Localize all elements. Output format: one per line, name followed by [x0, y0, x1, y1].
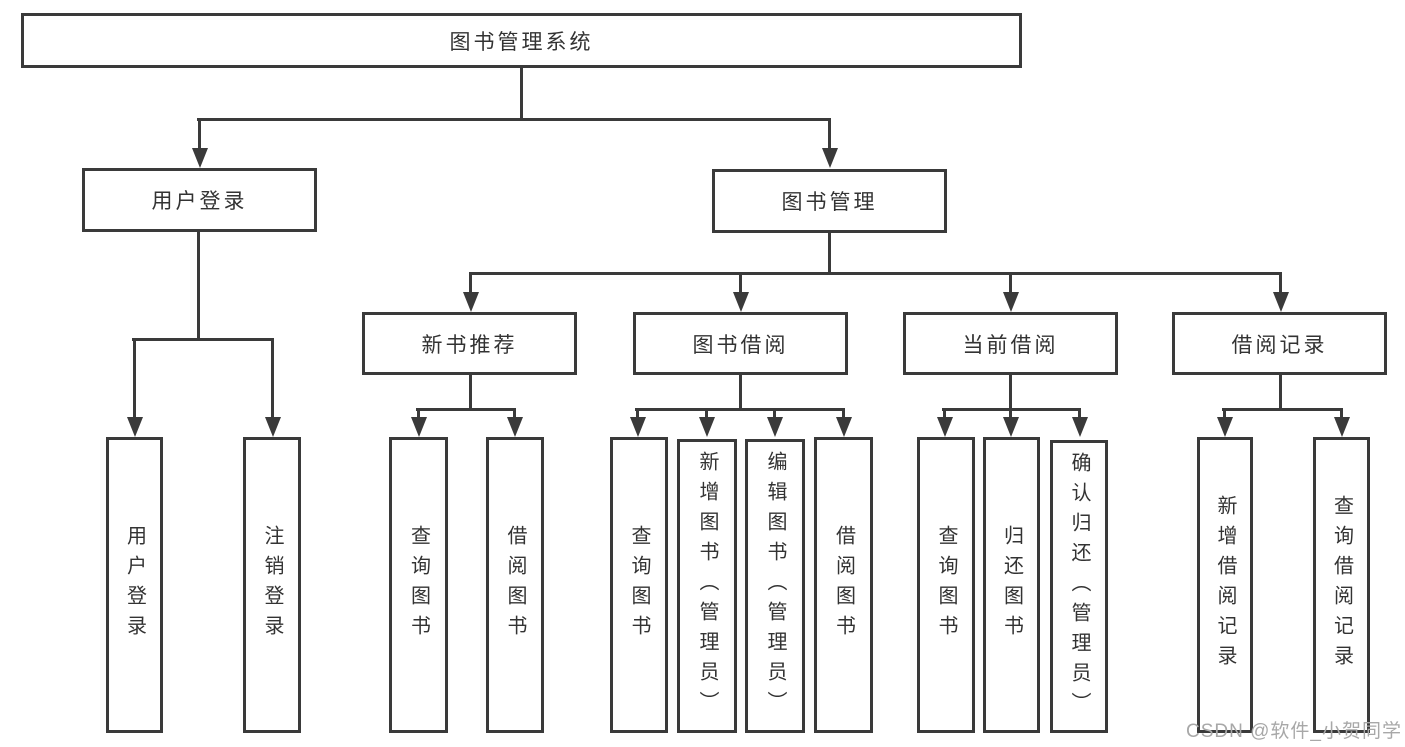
connector-level3-bus: [469, 272, 1282, 275]
leaf-query-books-3: 查询图书: [917, 437, 975, 733]
leaf-query-books-1-label: 查询图书: [407, 525, 430, 645]
leaf-confirm-return-admin: 确认归还（管理员）: [1050, 440, 1108, 733]
leaf-borrow-books-1: 借阅图书: [486, 437, 544, 733]
arrow-to-current-borrowing: [1003, 272, 1019, 312]
node-current-borrowing-label: 当前借阅: [962, 333, 1059, 357]
leaf-logout: 注销登录: [243, 437, 301, 733]
arrow-to-borrow-books-1: [507, 408, 523, 437]
node-library-system-label: 图书管理系统: [449, 30, 594, 54]
leaf-confirm-return-admin-label: 确认归还（管理员）: [1068, 451, 1090, 722]
arrow-to-book-management: [822, 118, 838, 168]
node-book-management-label: 图书管理: [781, 191, 878, 214]
node-library-system: 图书管理系统: [21, 13, 1022, 68]
arrow-to-leaf-user-login: [127, 338, 143, 437]
node-user-login-label: 用户登录: [151, 190, 248, 213]
leaf-query-books-3-label: 查询图书: [935, 525, 957, 645]
leaf-add-borrow-record-label: 新增借阅记录: [1214, 495, 1236, 675]
leaf-query-borrow-record: 查询借阅记录: [1313, 437, 1370, 733]
arrow-to-add-borrow-record: [1217, 408, 1233, 437]
node-user-login: 用户登录: [82, 168, 317, 232]
leaf-borrow-books-1-label: 借阅图书: [504, 525, 526, 645]
node-book-management: 图书管理: [712, 169, 947, 233]
node-book-borrowing: 图书借阅: [633, 312, 848, 375]
arrow-to-leaf-logout: [265, 338, 281, 437]
connector-user-login-bus: [132, 338, 274, 341]
connector-borrowing-records-stem: [1279, 375, 1282, 411]
node-new-book-recommendation: 新书推荐: [362, 312, 577, 375]
arrow-to-borrowing-records: [1273, 272, 1289, 312]
leaf-user-login-label: 用户登录: [123, 525, 146, 645]
connector-new-book-bus: [416, 408, 516, 411]
leaf-borrow-books-2-label: 借阅图书: [832, 525, 855, 645]
connector-user-login-stem: [197, 232, 200, 341]
leaf-edit-books-admin: 编辑图书（管理员）: [745, 439, 805, 733]
leaf-user-login: 用户登录: [106, 437, 163, 733]
leaf-query-books-2-label: 查询图书: [628, 525, 650, 645]
node-current-borrowing: 当前借阅: [903, 312, 1118, 375]
watermark: CSDN @软件_小贺同学: [1186, 721, 1402, 742]
leaf-borrow-books-2: 借阅图书: [814, 437, 873, 733]
connector-borrowing-records-bus: [1222, 408, 1343, 411]
leaf-add-borrow-record: 新增借阅记录: [1197, 437, 1253, 733]
leaf-query-books-2: 查询图书: [610, 437, 668, 733]
leaf-query-books-1: 查询图书: [389, 437, 448, 733]
leaf-add-books-admin-label: 新增图书（管理员）: [696, 451, 718, 721]
arrow-to-edit-books: [767, 408, 783, 437]
arrow-to-confirm-return: [1072, 408, 1088, 437]
arrow-to-query-books-3: [937, 408, 953, 437]
arrow-to-return-books: [1003, 408, 1019, 437]
node-book-borrowing-label: 图书借阅: [692, 333, 789, 357]
arrow-to-query-books-1: [411, 408, 427, 437]
node-new-book-recommendation-label: 新书推荐: [421, 333, 518, 357]
leaf-add-books-admin: 新增图书（管理员）: [677, 439, 737, 733]
node-borrowing-records: 借阅记录: [1172, 312, 1387, 375]
connector-current-borrowing-stem: [1009, 375, 1012, 411]
arrow-to-query-books-2: [630, 408, 646, 437]
leaf-logout-label: 注销登录: [261, 525, 283, 645]
connector-book-management-stem: [828, 233, 831, 275]
connector-new-book-stem: [469, 375, 472, 411]
connector-level2-bus: [197, 118, 831, 121]
arrow-to-query-borrow-record: [1334, 408, 1350, 437]
leaf-return-books: 归还图书: [983, 437, 1040, 733]
leaf-query-borrow-record-label: 查询借阅记录: [1330, 495, 1353, 675]
connector-book-borrowing-stem: [739, 375, 742, 411]
arrow-to-borrow-books-2: [836, 408, 852, 437]
arrow-to-book-borrowing: [733, 272, 749, 312]
arrow-to-user-login: [192, 118, 208, 168]
leaf-return-books-label: 归还图书: [1000, 525, 1023, 645]
connector-book-borrowing-bus: [635, 408, 845, 411]
node-borrowing-records-label: 借阅记录: [1231, 333, 1328, 357]
leaf-edit-books-admin-label: 编辑图书（管理员）: [764, 451, 786, 721]
arrow-to-add-books: [699, 408, 715, 437]
arrow-to-new-book-recommendation: [463, 272, 479, 312]
connector-root-stem: [520, 68, 523, 121]
